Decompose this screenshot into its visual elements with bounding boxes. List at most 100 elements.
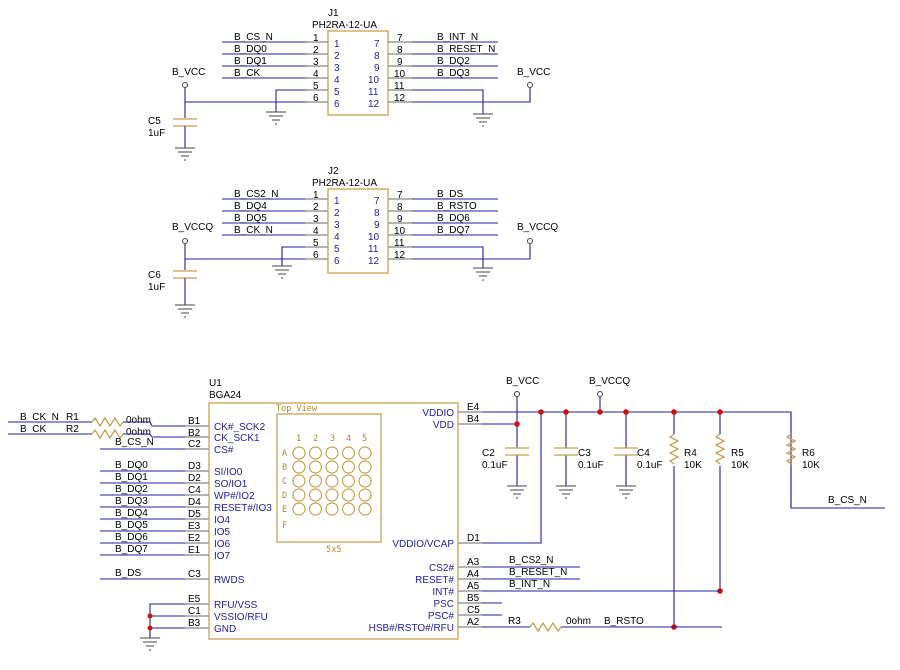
- schematic-label: 12: [394, 93, 406, 104]
- r2-value: 0ohm: [126, 427, 151, 438]
- component-body: [91, 428, 124, 440]
- wire: [222, 198, 305, 236]
- schematic-label: 11: [368, 87, 379, 98]
- schematic-label: 2: [313, 202, 319, 213]
- ground-icon: [616, 485, 636, 499]
- schematic-label: C4: [637, 448, 650, 459]
- schematic-label: 7: [374, 39, 380, 50]
- schematic-label: 1: [313, 190, 319, 201]
- bga-ball: [358, 474, 372, 488]
- schematic-label: IO7: [214, 551, 231, 562]
- schematic-label: GND: [214, 624, 236, 635]
- component-body: [173, 118, 197, 127]
- net-b-ds: B_DS: [115, 568, 141, 579]
- schematic-label: 4: [313, 226, 319, 237]
- schematic-label: 10: [368, 75, 380, 86]
- j2-vccq-left-label: B_VCCQ: [172, 222, 213, 233]
- j2-net-right-3: B_DQ6: [437, 213, 470, 224]
- schematic-label: 11: [394, 81, 405, 92]
- bga-ball: [308, 460, 323, 474]
- ground-icon: [507, 485, 527, 499]
- schematic-label: 5: [362, 434, 367, 444]
- junction-dot: [671, 409, 677, 415]
- j1-part: PH2RA-12-UA: [312, 20, 377, 31]
- ground-icon: [175, 304, 195, 318]
- schematic-label: C3: [578, 448, 591, 459]
- schematic-label: B_DQ1: [115, 472, 148, 483]
- schematic-label: IO6: [214, 539, 231, 550]
- schematic-label: C5: [467, 605, 480, 616]
- ground-icon: [175, 147, 195, 161]
- wire: [275, 89, 305, 112]
- schematic-label: 4: [334, 232, 340, 243]
- schematic-label: IO5: [214, 527, 231, 538]
- schematic-label: 3: [334, 220, 340, 231]
- schematic-label: 5: [334, 87, 340, 98]
- schematic-label: 5: [334, 244, 340, 255]
- pin-stub: [458, 411, 482, 628]
- schematic-label: 3: [313, 214, 319, 225]
- schematic-label: 12: [368, 256, 380, 267]
- schematic-label: A3: [467, 557, 480, 568]
- bga-ball: [292, 502, 306, 516]
- schematic-label: F: [282, 521, 287, 531]
- schematic-label: B_DQ5: [115, 520, 148, 531]
- schematic-label: C: [282, 477, 287, 487]
- junction-dot: [597, 409, 603, 415]
- schematic-label: 8: [397, 202, 403, 213]
- bga-ball: [325, 502, 339, 516]
- schematic-label: VSSIO/RFU: [214, 612, 268, 623]
- schematic-label: B1: [188, 416, 201, 427]
- bga-ball: [341, 474, 356, 488]
- bga-ball: [341, 488, 356, 502]
- schematic-label: PSC#: [428, 611, 455, 622]
- ground-icon: [272, 265, 292, 279]
- junction-dot: [147, 613, 153, 619]
- schematic-label: C3: [188, 569, 201, 580]
- schematic-label: IO4: [214, 515, 231, 526]
- bga-ball: [358, 446, 372, 460]
- schematic-label: B5: [467, 593, 480, 604]
- bga-ball: [325, 460, 339, 474]
- schematic-label: 7: [397, 33, 403, 44]
- schematic-label: WP#/IO2: [214, 491, 255, 502]
- schematic-label: R4: [684, 448, 697, 459]
- power-port-icon: [182, 82, 188, 88]
- j1-net-right-2: B_RESET_N: [437, 44, 495, 55]
- bga-ball: [292, 446, 306, 460]
- schematic-label: D2: [188, 473, 201, 484]
- schematic-label: 1uF: [148, 282, 165, 293]
- wire: [281, 246, 305, 266]
- junction-dot: [717, 409, 723, 415]
- j1-ref: J1: [328, 8, 339, 19]
- schematic-label: 11: [394, 238, 405, 249]
- wire: [482, 602, 502, 616]
- schematic-label: 10K: [731, 460, 749, 471]
- schematic-label: 4: [346, 434, 351, 444]
- schematic-label: 7: [397, 190, 403, 201]
- schematic-label: 10: [394, 226, 406, 237]
- wire: [412, 246, 484, 268]
- j1-net-right-4: B_DQ3: [437, 68, 470, 79]
- schematic-label: 11: [368, 244, 379, 255]
- ground-icon: [140, 637, 160, 651]
- u1-part: BGA24: [209, 390, 242, 401]
- pin-stub: [185, 425, 209, 629]
- schematic-label: INT#: [432, 587, 454, 598]
- schematic-label: 0.1uF: [578, 460, 604, 471]
- bga-ball: [325, 446, 339, 460]
- power-port-icon: [527, 238, 533, 244]
- bga-ball: [341, 460, 356, 474]
- schematic-label: C5: [148, 116, 161, 127]
- schematic-label: R6: [802, 448, 815, 459]
- schematic-label: E2: [188, 533, 201, 544]
- u1-pin-ck: CK_SCK1: [214, 433, 260, 444]
- schematic-label: 8: [374, 51, 380, 62]
- schematic-label: 4: [334, 75, 340, 86]
- schematic-label: C1: [188, 606, 201, 617]
- component-body: [614, 447, 638, 456]
- schematic-label: 12: [394, 250, 406, 261]
- j2-part: PH2RA-12-UA: [312, 178, 377, 189]
